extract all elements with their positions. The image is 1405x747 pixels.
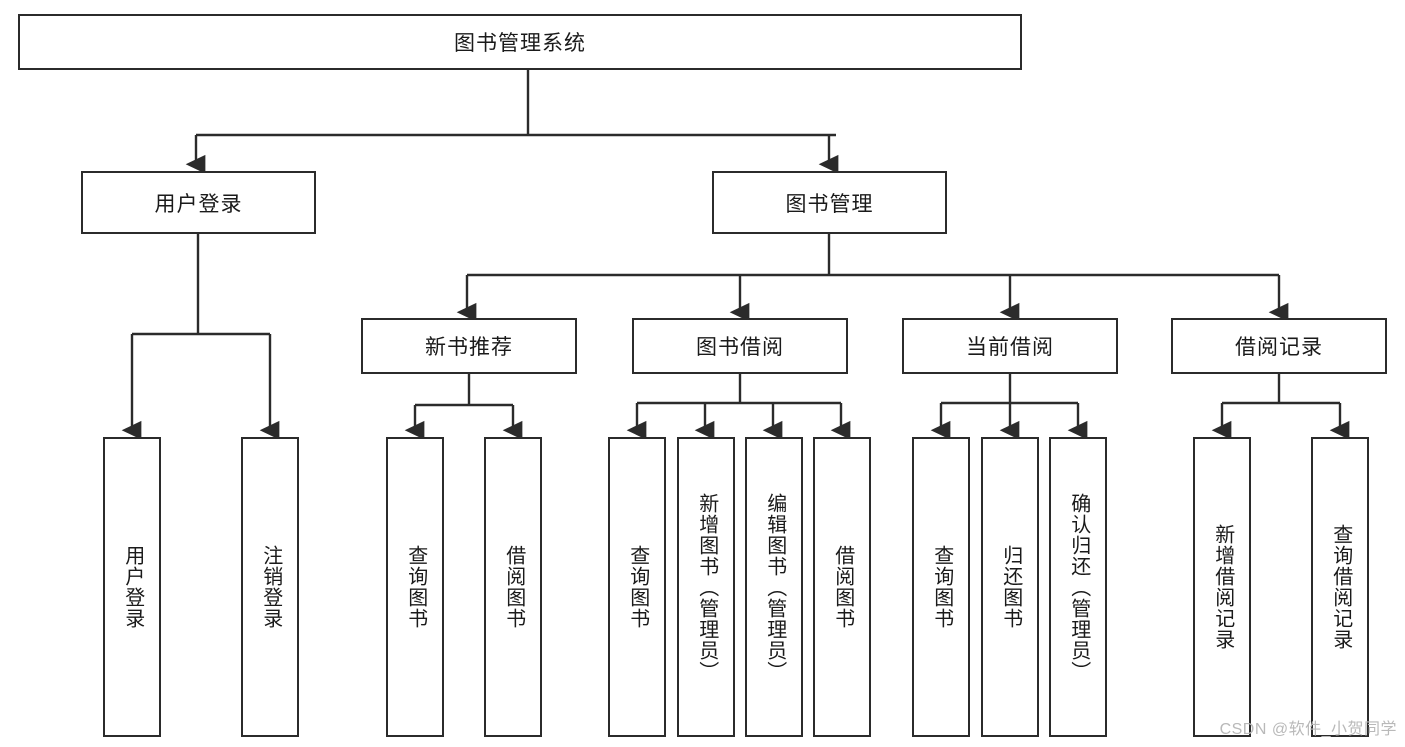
node-book-manage[interactable]: 图书管理 [712,171,947,234]
leaf-user-login[interactable]: 用户登录 [103,437,161,737]
node-current-borrow[interactable]: 当前借阅 [902,318,1118,374]
leaf-return-book[interactable]: 归还图书 [981,437,1039,737]
leaf-query-book-3[interactable]: 查询图书 [912,437,970,737]
leaf-borrow-book-1-label: 借阅图书 [502,545,525,629]
leaf-add-record[interactable]: 新增借阅记录 [1193,437,1251,737]
leaf-query-book-1-label: 查询图书 [404,545,427,629]
leaf-add-book[interactable]: 新增图书（管理员） [677,437,735,737]
node-borrow-record[interactable]: 借阅记录 [1171,318,1387,374]
node-root-label: 图书管理系统 [454,32,586,55]
leaf-borrow-book-2-label: 借阅图书 [831,545,854,629]
leaf-query-record-label: 查询借阅记录 [1329,524,1352,650]
node-new-book-rec-label: 新书推荐 [425,336,513,359]
leaf-logout-login[interactable]: 注销登录 [241,437,299,737]
leaf-logout-login-label: 注销登录 [259,545,282,629]
leaf-borrow-book-1[interactable]: 借阅图书 [484,437,542,737]
leaf-confirm-return[interactable]: 确认归还（管理员） [1049,437,1107,737]
leaf-edit-book-label: 编辑图书（管理员） [763,492,786,682]
node-user-login-label: 用户登录 [154,192,243,216]
node-root[interactable]: 图书管理系统 [18,14,1022,70]
leaf-query-book-3-label: 查询图书 [930,545,953,629]
leaf-query-book-2[interactable]: 查询图书 [608,437,666,737]
leaf-add-record-label: 新增借阅记录 [1211,524,1234,650]
node-book-borrow[interactable]: 图书借阅 [632,318,848,374]
node-current-borrow-label: 当前借阅 [966,336,1054,359]
node-book-borrow-label: 图书借阅 [696,336,784,359]
leaf-add-book-label: 新增图书（管理员） [695,492,718,682]
leaf-query-book-2-label: 查询图书 [626,545,649,629]
node-book-manage-label: 图书管理 [785,192,874,216]
node-borrow-record-label: 借阅记录 [1235,336,1323,359]
leaf-return-book-label: 归还图书 [999,545,1022,629]
leaf-borrow-book-2[interactable]: 借阅图书 [813,437,871,737]
node-new-book-rec[interactable]: 新书推荐 [361,318,577,374]
leaf-user-login-label: 用户登录 [121,545,144,629]
leaf-edit-book[interactable]: 编辑图书（管理员） [745,437,803,737]
node-user-login[interactable]: 用户登录 [81,171,316,234]
leaf-query-record[interactable]: 查询借阅记录 [1311,437,1369,737]
leaf-query-book-1[interactable]: 查询图书 [386,437,444,737]
leaf-confirm-return-label: 确认归还（管理员） [1067,492,1090,682]
